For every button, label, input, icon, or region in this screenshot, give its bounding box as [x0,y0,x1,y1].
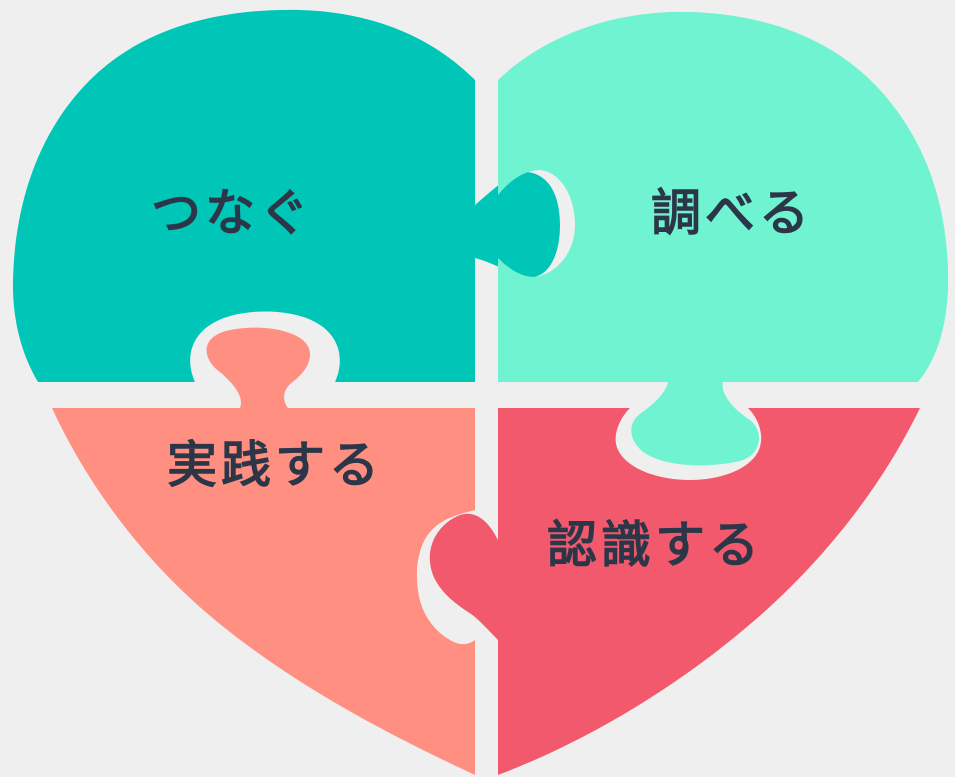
label-shiraberu: 調べる [651,184,813,242]
label-tsunagu: つなぐ [151,184,313,242]
label-ninshiki-suru: 認識する [547,516,763,574]
puzzle-piece-bottom-right [429,408,920,775]
puzzle-piece-top-right [498,11,949,466]
label-jissen-suru: 実践する [167,436,383,494]
puzzle-piece-bottom-left [52,327,475,775]
puzzle-piece-top-left [12,9,561,383]
